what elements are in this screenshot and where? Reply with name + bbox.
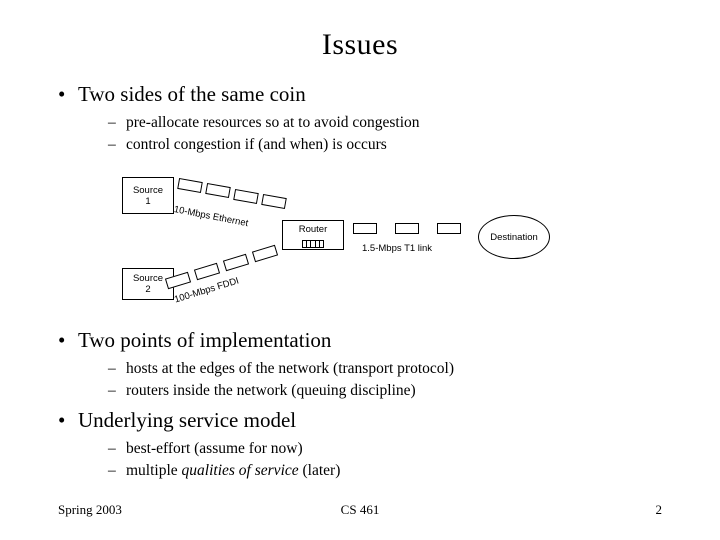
bullet-3-sub-2: –multiple qualities of service (later) — [108, 462, 340, 480]
bullet-3-sub-1-text: best-effort (assume for now) — [126, 440, 303, 457]
bullet-marker: • — [58, 328, 66, 352]
bullet-3-sub-2-suffix: (later) — [298, 462, 341, 479]
packet-fddi-3 — [222, 253, 250, 272]
dash-marker: – — [108, 114, 116, 131]
link-label-ethernet: 10-Mbps Ethernet — [172, 204, 250, 230]
bullet-1-sub-2: –control congestion if (and when) is occ… — [108, 136, 387, 154]
packet-t1-1 — [353, 223, 377, 234]
dash-marker: – — [108, 360, 116, 377]
packet-ethernet-2 — [205, 182, 231, 199]
dash-marker: – — [108, 462, 116, 479]
bullet-2-sub-1-text: hosts at the edges of the network (trans… — [126, 360, 454, 377]
node-source-2: Source 2 — [122, 268, 174, 300]
bullet-2-sub-1: –hosts at the edges of the network (tran… — [108, 360, 454, 378]
packet-t1-3 — [437, 223, 461, 234]
bullet-3-sub-1: –best-effort (assume for now) — [108, 440, 303, 458]
bullet-1: • Two sides of the same coin — [58, 82, 306, 107]
bullet-3: • Underlying service model — [58, 408, 296, 433]
dash-marker: – — [108, 136, 116, 153]
bullet-1-sub-2-text: control congestion if (and when) is occu… — [126, 136, 387, 153]
router-queue-icon — [302, 240, 324, 248]
node-destination-label: Destination — [490, 231, 538, 243]
link-label-t1: 1.5-Mbps T1 link — [362, 243, 433, 254]
packet-ethernet-4 — [261, 193, 287, 210]
packet-ethernet-1 — [177, 177, 203, 194]
bullet-3-text: Underlying service model — [78, 408, 297, 432]
dash-marker: – — [108, 382, 116, 399]
packet-t1-2 — [395, 223, 419, 234]
node-source-1: Source 1 — [122, 177, 174, 214]
bullet-marker: • — [58, 408, 66, 432]
node-source-1-label-line2: 1 — [145, 195, 151, 207]
bullet-marker: • — [58, 82, 66, 106]
packet-ethernet-3 — [233, 188, 259, 205]
bullet-2-text: Two points of implementation — [78, 328, 332, 352]
node-router-label: Router — [298, 224, 328, 235]
bullet-1-text: Two sides of the same coin — [78, 82, 306, 106]
footer-page-number: 2 — [655, 502, 663, 517]
bullet-3-sub-2-italic: qualities of service — [181, 462, 299, 479]
page-title: Issues — [321, 28, 399, 61]
footer-course: CS 461 — [340, 502, 380, 517]
bullet-1-sub-1: –pre-allocate resources so at to avoid c… — [108, 114, 420, 132]
node-source-1-label-line1: Source — [132, 184, 164, 196]
bullet-2: • Two points of implementation — [58, 328, 331, 353]
bullet-2-sub-2-text: routers inside the network (queuing disc… — [126, 382, 416, 399]
packet-fddi-2 — [193, 262, 221, 281]
bullet-2-sub-2: –routers inside the network (queuing dis… — [108, 382, 416, 400]
bullet-1-sub-1-text: pre-allocate resources so at to avoid co… — [126, 114, 420, 131]
footer-date: Spring 2003 — [58, 502, 122, 517]
network-diagram: Source 1 10-Mbps Ethernet Router 1.5-Mbp… — [110, 175, 580, 310]
node-destination: Destination — [478, 215, 550, 259]
node-source-2-label-line2: 2 — [145, 284, 151, 295]
bullet-3-sub-2-prefix: multiple — [126, 462, 182, 479]
node-source-2-label-line1: Source — [132, 273, 164, 284]
packet-fddi-4 — [251, 244, 279, 263]
dash-marker: – — [108, 440, 116, 457]
